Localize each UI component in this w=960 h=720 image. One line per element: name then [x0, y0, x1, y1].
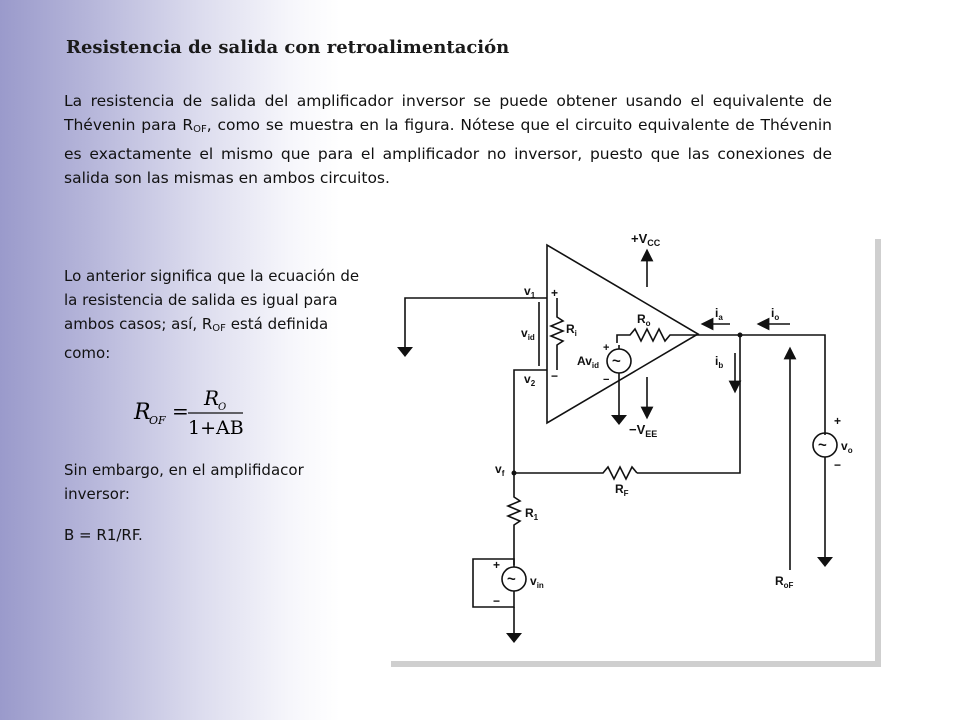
label-vin-plus: + — [493, 558, 500, 572]
label-io: io — [771, 306, 779, 322]
label-vo-plus: + — [834, 414, 841, 428]
label-vf: vf — [495, 462, 505, 478]
label-vin-minus: − — [493, 594, 500, 608]
label-vo: vo — [841, 439, 853, 455]
label-vee: −VEE — [629, 422, 657, 439]
wire-feedback — [637, 335, 741, 474]
intro-text-2: , como se muestra en la figura. Nótese q… — [64, 116, 832, 187]
label-ia: ia — [715, 306, 723, 322]
node-output — [737, 332, 743, 338]
resistor-ri — [548, 298, 566, 370]
intro-subscript: OF — [193, 124, 207, 135]
side-paragraph-2: Sin embargo, en el amplifidacor inversor… — [64, 461, 304, 503]
label-avid: Avid — [577, 354, 599, 370]
opamp-triangle — [546, 243, 700, 425]
intro-text-1: La resistencia de salida del amplificado… — [64, 92, 832, 134]
side-text-1: Lo anterior significa que la ecuación de… — [64, 267, 360, 333]
avid-tilde: ~ — [612, 353, 621, 370]
vin-tilde: ~ — [507, 571, 516, 588]
intro-paragraph: La resistencia de salida del amplificado… — [64, 89, 832, 190]
slide-title: Resistencia de salida con retroalimentac… — [66, 37, 510, 58]
wire-v1 — [404, 297, 547, 347]
label-v1: v1 — [524, 284, 536, 300]
formula-numerator: R — [203, 386, 219, 410]
label-vcc: +VCC — [631, 231, 661, 248]
label-ib: ib — [715, 354, 723, 370]
label-r1: R1 — [525, 506, 539, 522]
node-vf — [511, 470, 517, 476]
formula-lhs-sub: OF — [149, 414, 166, 427]
label-ri: Ri — [566, 322, 577, 338]
wire-v2 — [513, 369, 547, 473]
label-minus-input: − — [551, 369, 558, 383]
resistor-r1 — [505, 473, 523, 565]
formula-numerator-sub: O — [218, 402, 226, 413]
wire-vin-loop — [472, 558, 515, 608]
side-subscript: OF — [212, 323, 226, 334]
side-paragraph-1: Lo anterior significa que la ecuación de… — [64, 264, 364, 365]
thevenin-circuit-figure: ~ ~ ~ +VCC −VEE v1 v2 vid + − Ri Ro Avid… — [385, 231, 881, 667]
label-ro: Ro — [637, 312, 651, 328]
ground-symbols — [397, 347, 833, 643]
figure-panel — [385, 233, 875, 661]
label-plus-input: + — [551, 286, 558, 300]
rof-formula: R OF = R O 1+AB — [133, 386, 244, 439]
formula-equals: = — [172, 399, 189, 423]
label-avid-minus: − — [603, 374, 609, 386]
resistor-ro — [616, 327, 698, 343]
vo-tilde: ~ — [818, 437, 827, 454]
label-v2: v2 — [524, 372, 536, 388]
formula-lhs: R — [133, 400, 151, 425]
label-vo-minus: − — [834, 458, 841, 472]
side-text-2: está definida como: — [64, 315, 329, 362]
label-rof: RoF — [775, 574, 794, 590]
formula-denominator: 1+AB — [188, 417, 244, 439]
label-vin: vin — [530, 574, 544, 590]
label-vid: vid — [521, 326, 535, 342]
label-avid-plus: + — [603, 342, 609, 354]
label-rf: RF — [615, 482, 629, 498]
beta-equation: B = R1/RF. — [64, 526, 143, 544]
resistor-rf — [514, 465, 638, 481]
